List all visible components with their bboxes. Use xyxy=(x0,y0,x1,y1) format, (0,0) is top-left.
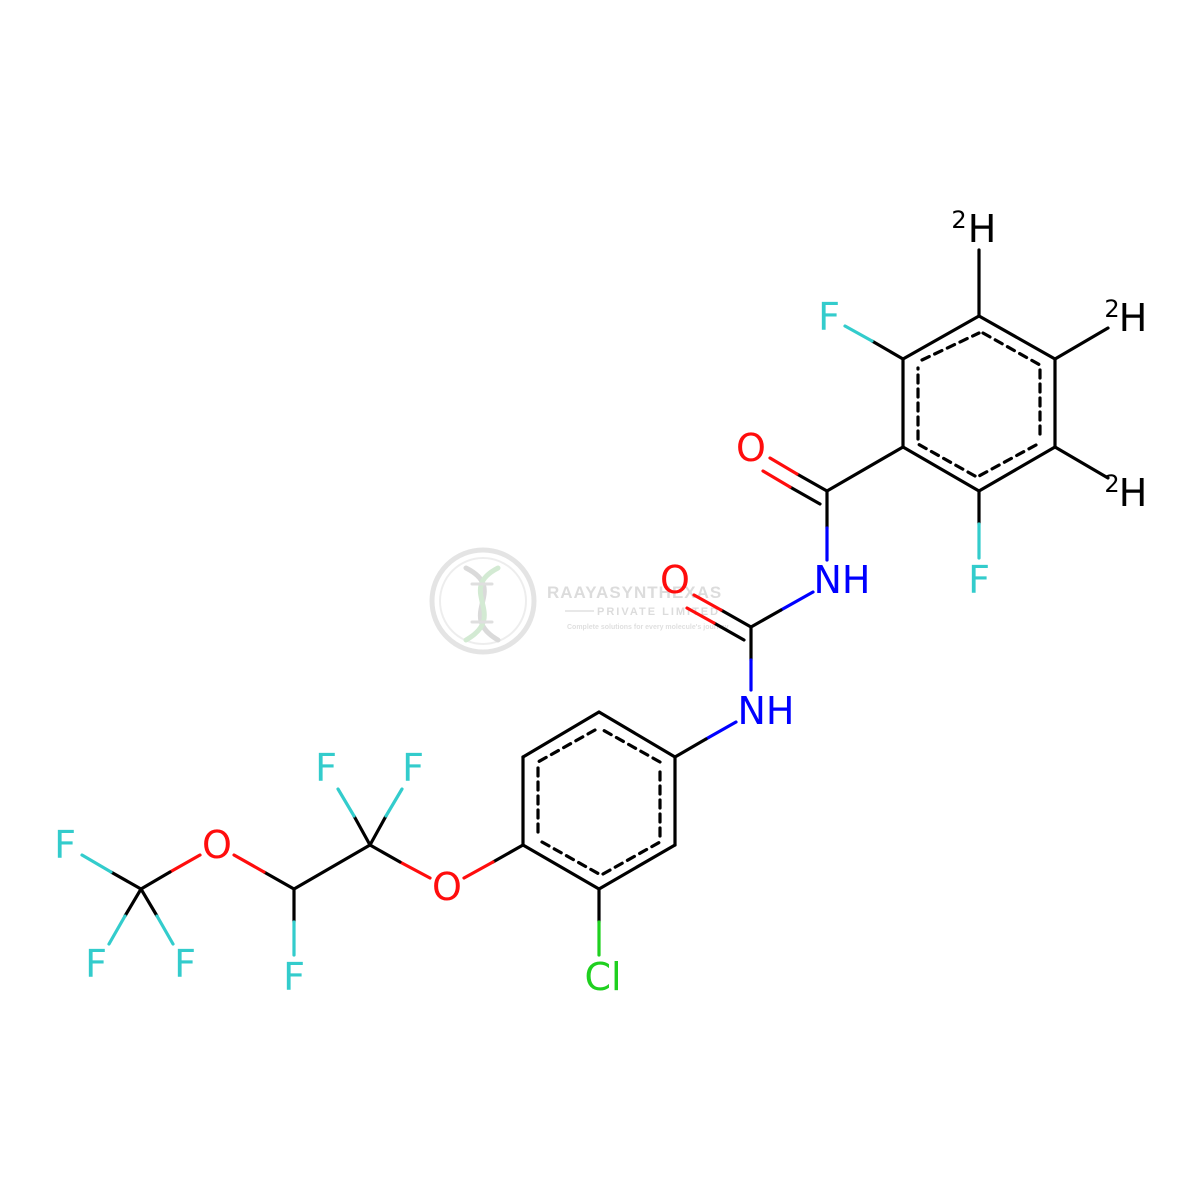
deuterium-mass-top: 2 xyxy=(951,206,966,234)
bonds xyxy=(80,248,1110,957)
chlorophenyl-ring xyxy=(521,710,677,891)
atom-labels: F F O NH O NH Cl O F F F O F F F 2 H 2 H… xyxy=(54,206,1147,999)
deuterium-symbol-right-top: H xyxy=(1119,296,1148,340)
watermark-company: RAAYASYNTHEXAS xyxy=(547,583,722,602)
atom-f-ring-top: F xyxy=(818,295,840,339)
atom-cl: Cl xyxy=(584,955,621,999)
deuterium-mass-right-top: 2 xyxy=(1104,295,1119,323)
difluorophenyl-ring xyxy=(901,314,1057,493)
atom-f-cf2-left: F xyxy=(315,746,337,790)
deuterium-symbol-top: H xyxy=(968,207,997,251)
atom-f-cf2-right: F xyxy=(402,746,424,790)
atom-o-carbonyl-1: O xyxy=(736,426,766,470)
atom-f-cf3-top: F xyxy=(54,823,76,867)
atom-f-chf: F xyxy=(283,955,305,999)
deuterium-label-right-top: 2 H xyxy=(1104,295,1147,340)
atom-f-cf3-left: F xyxy=(85,942,107,986)
deuterium-label-top: 2 H xyxy=(951,206,996,251)
watermark-logo-circle xyxy=(429,547,537,655)
watermark-tagline: Complete solutions for every molecule's … xyxy=(567,624,729,631)
dna-helix-icon xyxy=(463,565,501,643)
atom-f-ring-bottom: F xyxy=(968,558,990,602)
deuterium-label-right-bottom: 2 H xyxy=(1104,470,1147,515)
atom-o-carbonyl-2: O xyxy=(660,558,690,602)
atom-nh-aniline: NH xyxy=(738,689,795,733)
deuterium-mass-right-bottom: 2 xyxy=(1104,470,1119,498)
deuterium-symbol-right-bottom: H xyxy=(1119,471,1148,515)
atom-nh-amide: NH xyxy=(814,558,871,602)
atom-o-ether: O xyxy=(202,823,232,867)
atom-f-cf3-right: F xyxy=(174,942,196,986)
atom-o-aryl-ether: O xyxy=(432,865,462,909)
